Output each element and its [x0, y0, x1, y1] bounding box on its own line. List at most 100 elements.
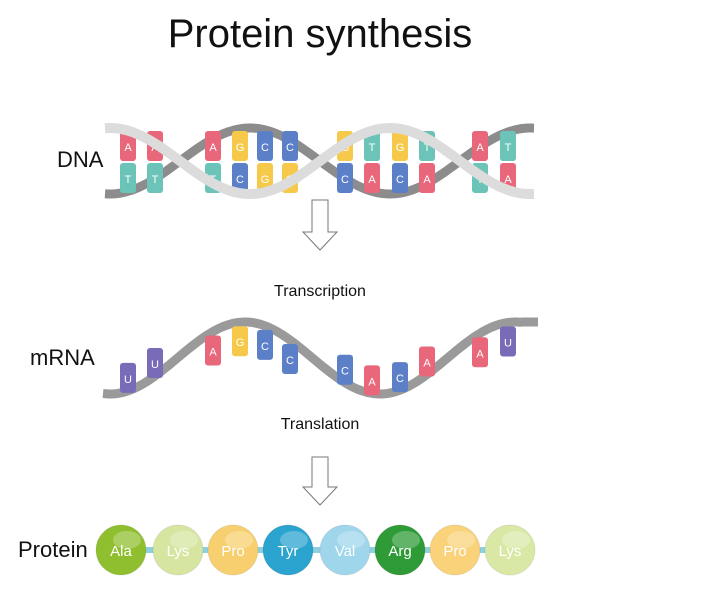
base-top [257, 131, 273, 161]
bead-highlight [392, 531, 420, 549]
mrna-base: U [147, 348, 163, 378]
mrna-base: A [419, 346, 435, 377]
amino-acid-bead [262, 524, 314, 576]
bead-highlight [170, 531, 198, 549]
base-letter: A [476, 348, 484, 360]
base-top [120, 131, 136, 161]
base-top [364, 131, 380, 161]
base-letter: C [286, 355, 294, 367]
base-letter: U [124, 374, 132, 386]
protein-chain: Ala Lys Pro Tyr Val Arg Pro Lys [95, 524, 536, 576]
bead-highlight [337, 531, 365, 549]
base-block [472, 337, 488, 368]
amino-acid: Lys [484, 524, 536, 576]
base-letter: A [423, 174, 431, 186]
base-bottom [364, 163, 380, 193]
amino-acid-bead [374, 524, 426, 576]
base-letter: C [341, 174, 349, 186]
amino-acid-bead [152, 524, 204, 576]
amino-acid-label: Pro [221, 543, 244, 560]
amino-acid-bead [95, 524, 147, 576]
base-pair: TA [364, 131, 380, 193]
base-letter: C [236, 174, 244, 186]
amino-acid-bead [207, 524, 259, 576]
dna-front-strand [104, 122, 535, 199]
base-letter: C [286, 142, 294, 154]
base-letter: T [125, 174, 132, 186]
base-letter: C [261, 142, 269, 154]
mrna-base: C [337, 354, 353, 385]
base-letter: U [504, 337, 512, 349]
base-letter: G [261, 174, 270, 186]
base-top [392, 131, 408, 161]
translation-label: Translation [280, 416, 360, 433]
mrna-base: C [392, 362, 408, 393]
amino-acid-label: Pro [443, 543, 466, 560]
mrna-strand: U U A G C C C A C A A U [102, 317, 538, 399]
base-letter: T [424, 142, 431, 154]
down-arrow-icon [301, 456, 339, 506]
amino-acid: Pro [207, 524, 259, 576]
base-top [282, 131, 298, 161]
base-letter: C [261, 341, 269, 353]
amino-acid-label: Val [335, 543, 356, 560]
base-letter: A [423, 358, 431, 370]
mrna-base: U [500, 326, 516, 357]
base-bottom [232, 163, 248, 193]
base-letter: A [476, 142, 484, 154]
mrna-label: mRNA [30, 345, 95, 370]
base-letter: C [396, 373, 404, 385]
base-block [419, 346, 435, 377]
dna-label: DNA [57, 147, 104, 172]
protein-label: Protein [18, 537, 88, 562]
mrna-base: C [282, 344, 298, 374]
base-pair: GC [392, 131, 408, 193]
base-block [120, 362, 136, 393]
base-letter: G [236, 142, 245, 154]
bead-highlight [225, 531, 253, 549]
base-letter: A [209, 142, 217, 154]
amino-acid-label: Arg [388, 543, 411, 560]
base-bottom [337, 163, 353, 193]
base-pair: AT [120, 131, 136, 193]
base-block [257, 329, 273, 360]
amino-acid: Val [319, 524, 371, 576]
bead-highlight [447, 531, 475, 549]
amino-acid-label: Ala [110, 543, 132, 560]
base-block [205, 335, 221, 366]
base-letter: A [368, 376, 376, 388]
base-top [472, 131, 488, 161]
base-bottom [147, 163, 163, 193]
amino-acid-label: Tyr [278, 543, 299, 560]
base-pair: GC [232, 131, 248, 193]
base-top [232, 131, 248, 161]
base-block [500, 326, 516, 357]
amino-acid-bead [484, 524, 536, 576]
mrna-base: A [364, 365, 380, 396]
bead-highlight [502, 531, 530, 549]
page-title: Protein synthesis [167, 12, 473, 56]
base-block [147, 348, 163, 378]
amino-acid: Lys [152, 524, 204, 576]
base-block [232, 326, 248, 357]
base-letter: A [504, 174, 512, 186]
base-letter: A [124, 142, 132, 154]
mrna-base: U [120, 362, 136, 393]
bead-highlight [113, 531, 141, 549]
mrna-base: C [257, 329, 273, 360]
base-bottom [120, 163, 136, 193]
base-letter: U [151, 359, 159, 371]
base-block [364, 365, 380, 396]
base-letter: C [396, 174, 404, 186]
base-letter: G [396, 142, 405, 154]
base-block [392, 362, 408, 393]
base-top [205, 131, 221, 161]
base-pair: CG [257, 131, 273, 193]
base-letter: T [152, 174, 159, 186]
mrna-base: A [205, 335, 221, 366]
down-arrow-icon [301, 199, 339, 251]
base-letter: G [236, 337, 245, 349]
amino-acid-bead [319, 524, 371, 576]
